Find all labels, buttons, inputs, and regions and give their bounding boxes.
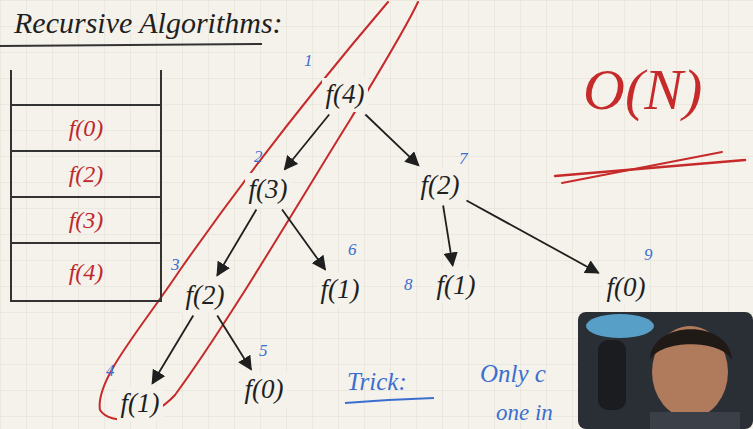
underline (345, 398, 434, 403)
note: one in (496, 400, 553, 425)
node-text: f(2) (421, 170, 460, 200)
callout-number: 2 (254, 148, 263, 167)
call-stack: f(0) f(2) f(3) f(4) (10, 70, 162, 302)
ring-light (586, 314, 654, 338)
call-node: f(3) (245, 173, 292, 206)
call-node: f(0) (241, 373, 288, 406)
call-node: f(1) (317, 273, 364, 306)
node-text: f(3) (69, 207, 104, 234)
node-text: f(1) (321, 274, 360, 304)
shirt (650, 412, 740, 429)
note: Trick: (347, 368, 407, 396)
node-text: f(2) (186, 280, 225, 310)
webcam-overlay (578, 312, 753, 429)
stack-frame: f(3) (12, 196, 160, 242)
node-text: f(2) (69, 161, 104, 188)
node-text: f(4) (69, 259, 104, 286)
title-rule (0, 44, 262, 46)
node-text: f(1) (121, 388, 160, 418)
callout-number: 1 (304, 52, 313, 71)
node-text: f(0) (245, 374, 284, 404)
callout-number: 6 (348, 241, 357, 260)
callout-number: 5 (259, 342, 268, 361)
call-arrow (466, 201, 598, 273)
note: Only c (480, 360, 546, 388)
call-node: f(0) (603, 271, 650, 304)
callout-number: 7 (459, 150, 468, 169)
node-text: f(1) (437, 270, 476, 300)
underline (562, 152, 722, 183)
call-node: f(4) (322, 78, 369, 111)
hair (650, 329, 732, 360)
callout-number: 9 (644, 246, 653, 265)
stack-frame: f(0) (12, 104, 160, 150)
microphone (598, 340, 626, 410)
call-node: f(2) (417, 169, 464, 202)
title: Recursive Algorithms: (14, 6, 283, 40)
call-path-band (100, 2, 418, 419)
call-node: f(2) (182, 279, 229, 312)
call-arrow (282, 210, 325, 270)
stack-frame: f(2) (12, 150, 160, 196)
call-arrow (217, 316, 251, 370)
call-arrow (443, 206, 453, 266)
node-text: f(3) (249, 174, 288, 204)
callout-number: 4 (106, 362, 115, 381)
call-node: f(1) (433, 269, 480, 302)
callout-number: 8 (404, 276, 413, 295)
call-arrow (365, 115, 418, 166)
call-arrow (285, 115, 330, 170)
call-node: f(1) (117, 387, 164, 420)
underline (555, 160, 745, 176)
complexity-note: O(N) (583, 58, 702, 122)
webcam-frame (578, 312, 753, 429)
callout-number: 3 (171, 256, 180, 275)
node-text: f(0) (607, 272, 646, 302)
node-text: f(0) (69, 115, 104, 142)
call-arrow (152, 316, 193, 384)
call-arrow (217, 210, 256, 276)
stack-frame: f(4) (12, 242, 160, 300)
node-text: f(4) (326, 79, 365, 109)
